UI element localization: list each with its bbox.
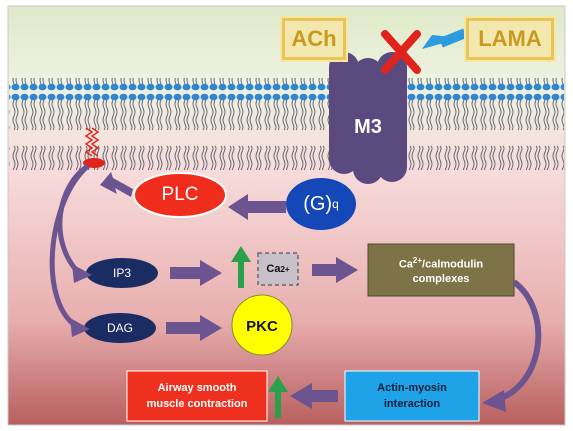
lama-box: LAMA xyxy=(464,16,556,62)
block-cross-icon xyxy=(381,30,421,74)
pkc-node xyxy=(231,294,293,356)
actin-line1: Actin-myosin xyxy=(377,382,447,394)
lipid-anchor-tail xyxy=(90,127,100,157)
gq-to-plc-arrow xyxy=(228,194,286,220)
plc-label: PLC xyxy=(161,184,199,205)
lama-arrow-shaft xyxy=(439,28,467,48)
ip3-text-wrap: IP3 xyxy=(86,262,158,284)
lipid-anchor-icon xyxy=(84,127,94,157)
plc-text-wrap: PLC xyxy=(134,180,226,210)
dag-label: DAG xyxy=(106,321,133,335)
increase-arrow-icon-2 xyxy=(268,376,288,418)
plc-node xyxy=(133,172,227,218)
cam-rest: /calmodulin xyxy=(422,258,484,271)
pip2-head-icon xyxy=(83,158,105,168)
airway-line1: Airway smooth xyxy=(157,382,237,394)
ca-superscript: 2+ xyxy=(280,264,290,274)
actin-text-wrap: Actin-myosin interaction xyxy=(345,374,479,418)
pathway-arrows xyxy=(100,172,358,409)
gq-subscript: q xyxy=(332,197,339,211)
ip3-label: IP3 xyxy=(112,266,131,280)
ach-label: ACh xyxy=(291,26,337,51)
calcium-box xyxy=(257,252,299,286)
calmodulin-box xyxy=(367,243,515,297)
gq-label: (G) xyxy=(303,192,333,215)
gq-text-wrap: (G)q xyxy=(286,188,356,220)
m3-receptor-icon xyxy=(329,52,407,184)
gq-protein-node xyxy=(286,178,356,230)
ca-to-calmodulin-arrow xyxy=(312,257,358,283)
lama-label: LAMA xyxy=(478,26,542,51)
ip3-node xyxy=(86,258,158,288)
dag-text-wrap: DAG xyxy=(84,317,156,339)
actin-line2: interaction xyxy=(383,398,441,410)
ca-label: Ca xyxy=(266,263,281,275)
calmodulin-text-wrap: Ca2+/calmodulin complexes xyxy=(368,248,514,292)
cam-superscript: 2+ xyxy=(412,255,423,265)
cam-ca: Ca xyxy=(398,258,413,271)
m3-text-wrap: M3 xyxy=(340,112,396,142)
ach-box: ACh xyxy=(280,16,348,62)
calmodulin-line2: complexes xyxy=(412,273,470,286)
actin-myosin-box xyxy=(344,370,480,422)
cell-background xyxy=(7,5,566,426)
airway-contraction-box xyxy=(126,370,268,422)
dag-to-pkc-arrow xyxy=(166,315,222,341)
m3-label: M3 xyxy=(354,115,382,138)
increase-arrow-icon xyxy=(231,246,251,288)
pkc-label: PKC xyxy=(246,317,278,335)
actin-to-airway-arrow xyxy=(290,383,338,409)
lipid-bilayer xyxy=(9,78,564,170)
airway-line2: muscle contraction xyxy=(146,398,248,410)
dag-node xyxy=(84,313,156,343)
pkc-text-wrap: PKC xyxy=(232,314,292,338)
airway-text-wrap: Airway smooth muscle contraction xyxy=(127,374,267,418)
calmodulin-line1: Ca2+/calmodulin xyxy=(399,253,483,273)
ip3-to-ca-arrow xyxy=(170,260,222,286)
plc-to-lipid-arrow xyxy=(100,172,133,197)
curved-arrows xyxy=(49,163,542,412)
